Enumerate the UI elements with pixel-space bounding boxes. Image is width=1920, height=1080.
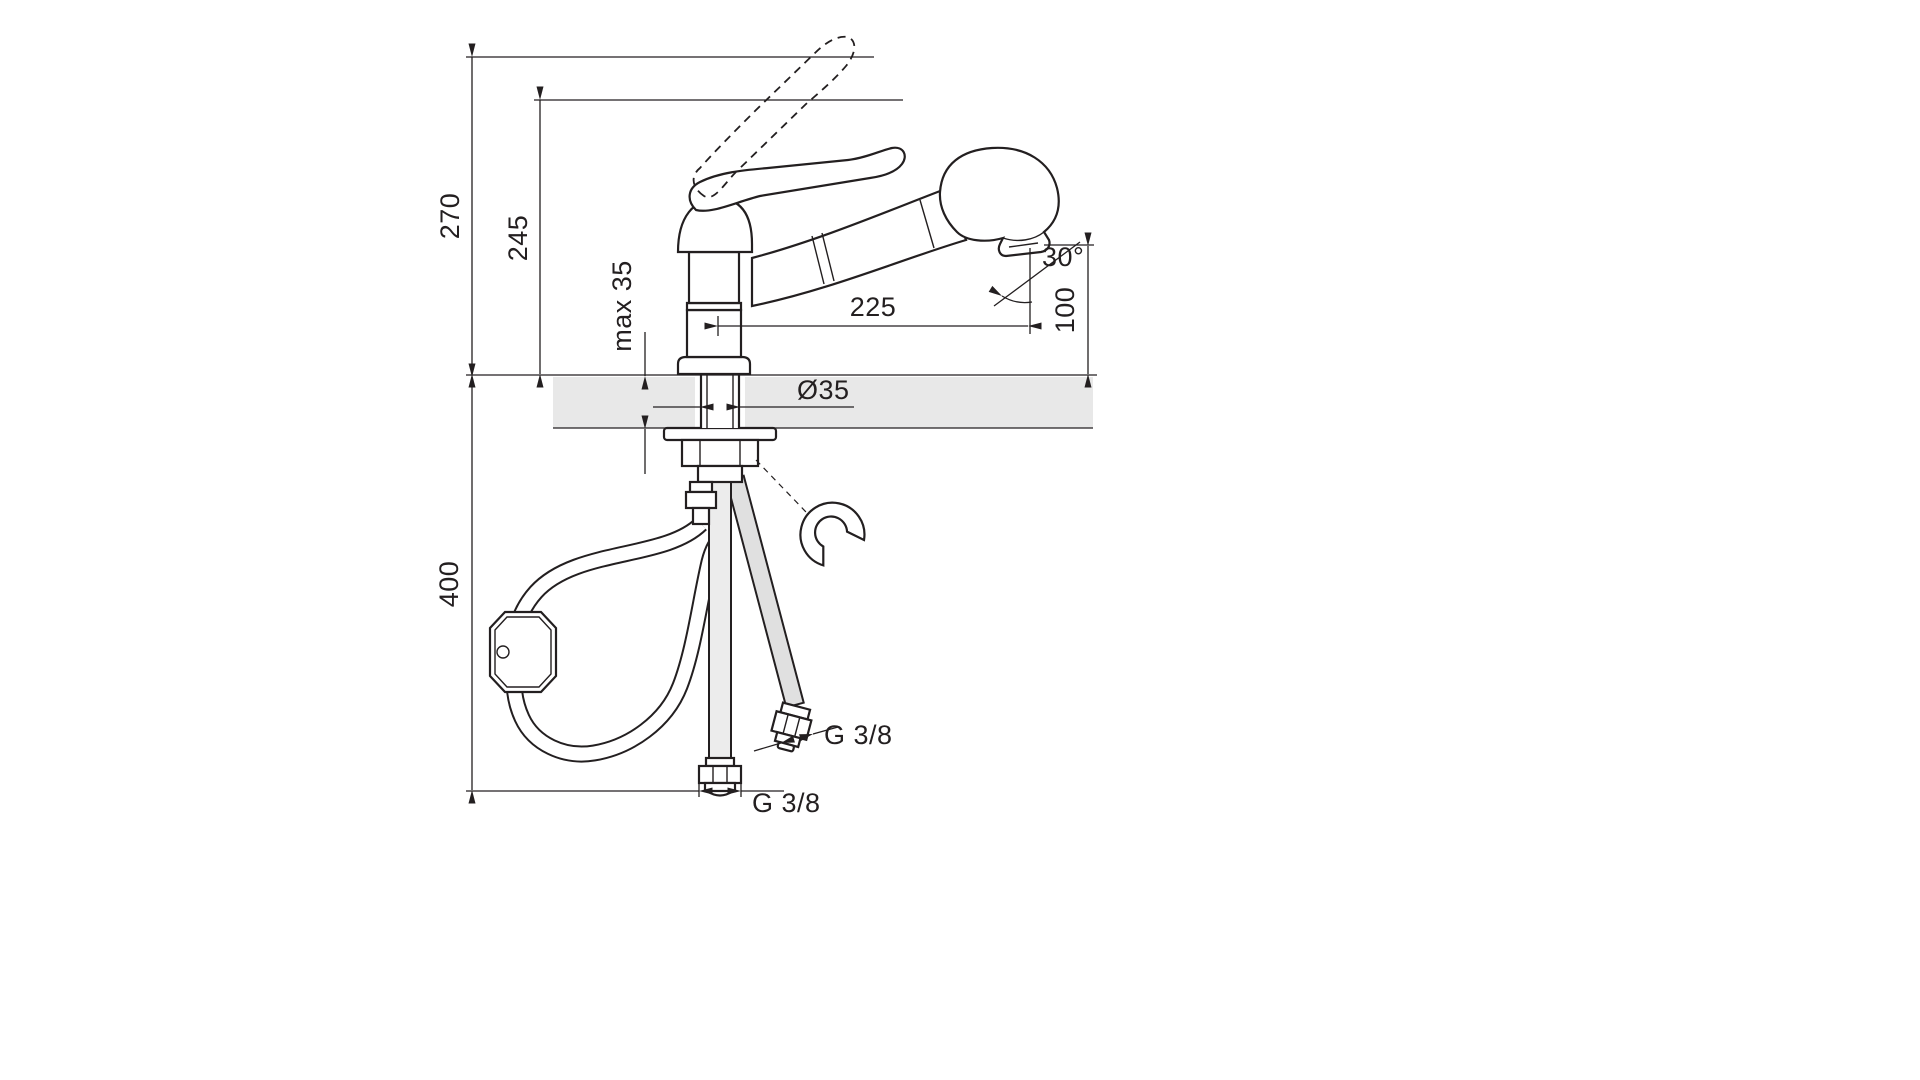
deck-slab-right: [745, 377, 1093, 428]
dim-text-overall-height: 270: [435, 193, 465, 240]
dim-text-spout-reach: 225: [850, 292, 897, 322]
spout: [750, 186, 968, 308]
dim-text-below-deck: 400: [434, 561, 464, 608]
quick-connect-body: [684, 490, 718, 510]
spout-seam: [811, 235, 825, 285]
dimensions: 270 245 max 35 400 100 225 30° Ø35 G 3/8…: [434, 43, 1094, 818]
dim-text-hole-diameter: Ø35: [797, 375, 850, 405]
bottom-connector-collar: [704, 756, 736, 768]
bottom-connector-thread: [703, 781, 737, 793]
hose-weight: [488, 610, 558, 694]
dim-arrow-g38-side-right: [799, 726, 839, 742]
dim-arrow-g38-side-left: [753, 735, 795, 752]
counter-deck: [466, 374, 1097, 429]
weight-inner: [494, 616, 552, 688]
lever-handle-raised-dashed: [692, 35, 856, 199]
clip-leader-line: [755, 459, 807, 513]
mounting-nut: [680, 438, 760, 468]
hose-loop-body: [507, 519, 726, 761]
base-washer: [662, 426, 778, 442]
supply-hose-diagonal: [725, 474, 805, 709]
quick-connect: [684, 480, 718, 526]
aerator-line: [1008, 242, 1039, 248]
angle-reference-line: [993, 241, 1081, 307]
body-swivel-ring: [685, 301, 743, 312]
threaded-shank: [699, 375, 741, 428]
dim-text-spray-angle: 30°: [1042, 242, 1084, 272]
body-lower: [685, 308, 743, 359]
dim-text-max-deck: max 35: [607, 260, 637, 352]
side-connector: [770, 701, 813, 753]
under-deck-assembly: [662, 375, 813, 797]
dim-text-body-height: 245: [503, 215, 533, 262]
dim-arc-30deg: [988, 285, 1033, 304]
supply-hose-straight: [708, 481, 732, 759]
weight-screw: [496, 645, 510, 659]
nut-facet: [782, 714, 789, 734]
bottom-connector-nut: [697, 764, 743, 785]
body-base-ring: [676, 355, 752, 376]
outlet-manifold: [696, 464, 744, 484]
spout-seam: [919, 199, 935, 249]
dim-text-side-thread: G 3/8: [824, 720, 893, 750]
dim-text-outlet-height: 100: [1050, 287, 1080, 334]
spray-hose-loop: [505, 517, 728, 763]
dim-text-bottom-thread: G 3/8: [752, 788, 821, 818]
lever-handle-down: [688, 146, 906, 212]
deck-slab-left: [553, 377, 695, 428]
quick-connect-stem: [691, 506, 711, 526]
faucet: [676, 35, 1060, 376]
clip-shape: [799, 501, 866, 567]
side-connector-tip: [776, 741, 795, 753]
nut-facet: [793, 717, 801, 737]
weight-outer: [488, 610, 558, 694]
bottom-connector: [697, 756, 743, 797]
quick-connect-top: [688, 480, 714, 494]
body-upper: [687, 250, 741, 305]
spray-head-nozzle-line: [1002, 231, 1045, 242]
safety-clip: [755, 459, 866, 567]
spout-seam: [821, 232, 835, 282]
